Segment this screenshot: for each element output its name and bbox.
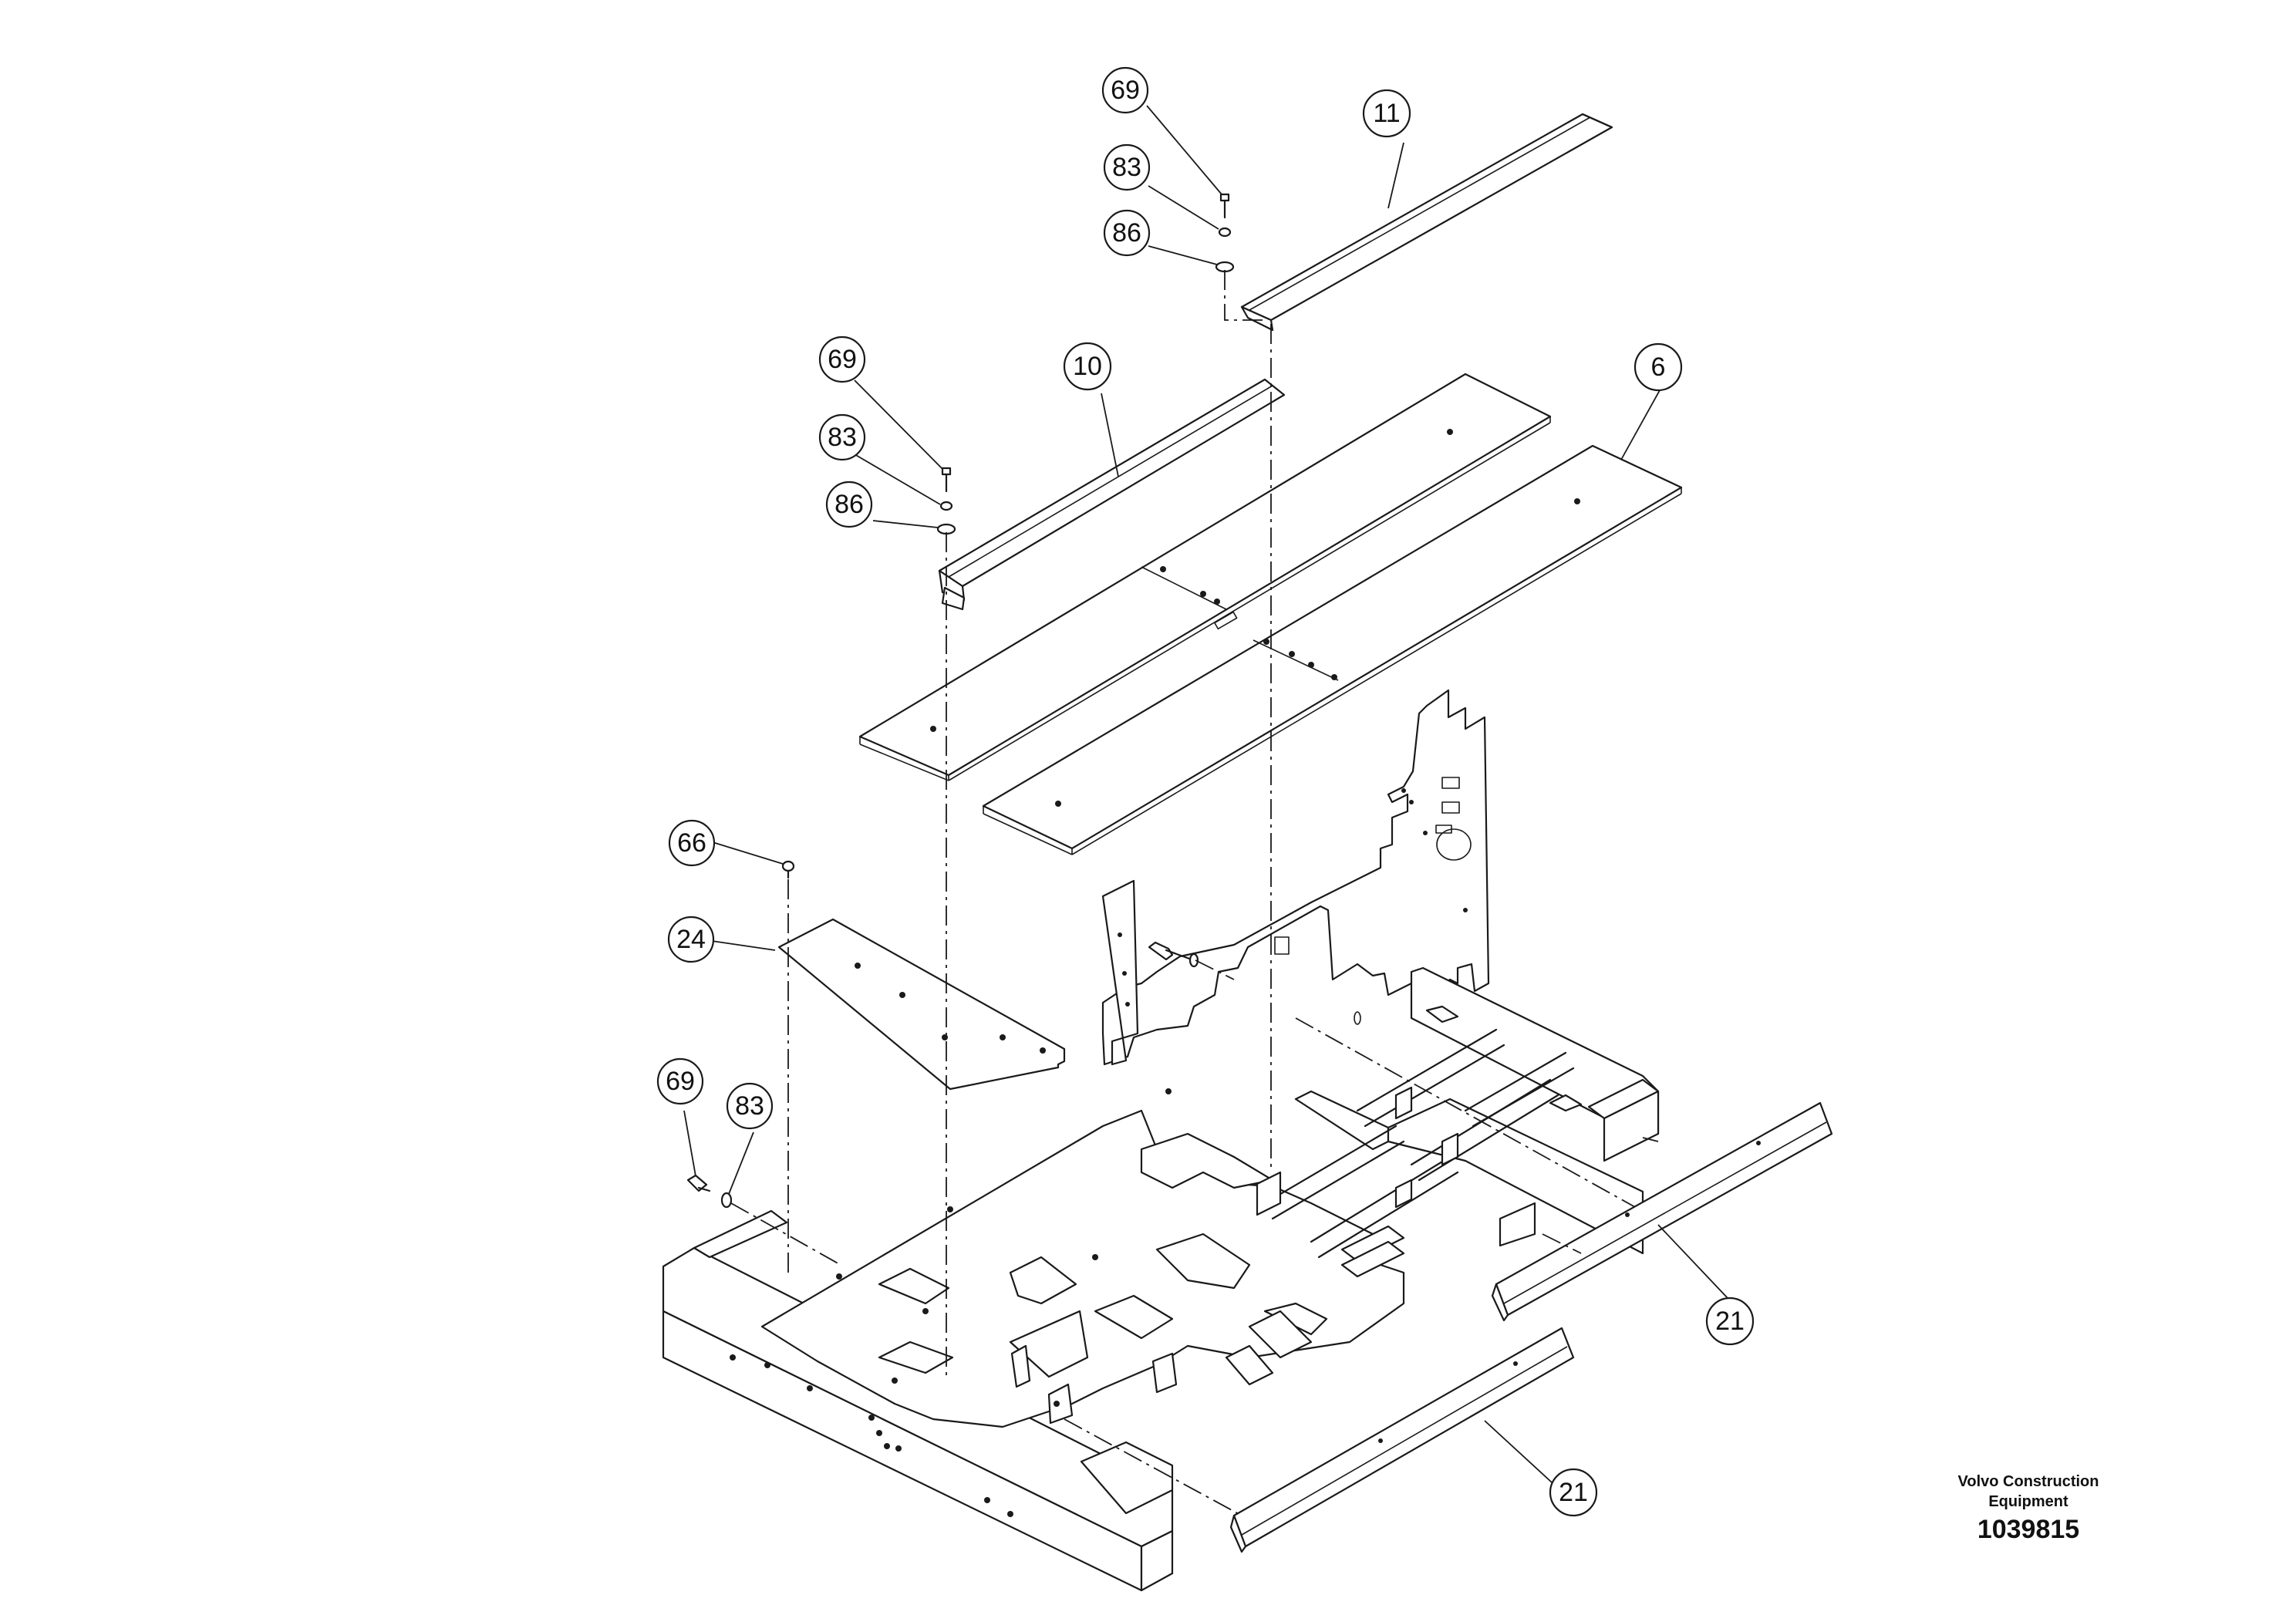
fastener-set-top-right	[1215, 193, 1235, 273]
alignment-lines	[730, 270, 1659, 1516]
callout-label: 83	[735, 1091, 764, 1121]
callout-83-top: 83	[1103, 143, 1151, 191]
callout-86-mid: 86	[825, 481, 873, 528]
callout-label: 69	[1111, 76, 1140, 105]
fastener-set-lower-left	[686, 1174, 733, 1209]
callout-leaders	[683, 105, 1728, 1483]
part-21-side-cover-right	[1491, 1101, 1833, 1322]
callout-label: 21	[1559, 1478, 1588, 1507]
part-6-floor-plate-left	[858, 373, 1552, 781]
brand-caption: Volvo Construction Equipment	[1913, 1472, 2144, 1512]
brand-line-1: Volvo Construction	[1957, 1473, 2099, 1490]
bulkhead-bolt	[1148, 941, 1199, 968]
fastener-66	[781, 860, 795, 879]
callout-label: 86	[1112, 218, 1141, 248]
callout-83-low: 83	[726, 1082, 774, 1130]
callout-11: 11	[1362, 89, 1411, 138]
ladder-frame	[1256, 966, 1660, 1278]
callout-label: 69	[666, 1067, 695, 1096]
fastener-set-mid-left	[936, 467, 956, 535]
callout-label: 86	[834, 490, 864, 519]
callout-69-top: 69	[1101, 66, 1149, 114]
callout-label: 21	[1715, 1307, 1745, 1336]
callout-83-mid: 83	[818, 413, 866, 461]
callout-10: 10	[1063, 342, 1112, 391]
callout-label: 83	[1112, 153, 1141, 182]
part-6-floor-plate-right	[982, 444, 1683, 855]
main-frame-deck	[760, 1088, 1405, 1428]
callout-label: 10	[1073, 352, 1102, 381]
callout-label: 83	[828, 423, 857, 452]
callout-label: 66	[677, 828, 706, 858]
part-11-angle-cover	[1240, 113, 1613, 332]
callout-label: 24	[676, 925, 706, 954]
callout-86-top: 86	[1103, 209, 1151, 257]
callout-66: 66	[668, 819, 716, 867]
part-24-plate	[777, 918, 1066, 1091]
callout-label: 69	[828, 345, 857, 374]
brand-line-2: Equipment	[1988, 1493, 2068, 1510]
callout-24: 24	[667, 916, 715, 963]
document-number: 1039815	[1977, 1515, 2080, 1544]
callout-6: 6	[1633, 342, 1683, 392]
callout-69-low: 69	[656, 1057, 704, 1105]
part-21-side-cover-front	[1229, 1327, 1575, 1553]
callout-label: 6	[1651, 352, 1666, 382]
callout-69-mid: 69	[818, 336, 866, 383]
callout-21-front: 21	[1549, 1468, 1598, 1517]
callout-label: 11	[1373, 99, 1400, 128]
callout-21-right: 21	[1705, 1297, 1755, 1346]
rear-bulkhead-panel	[1101, 689, 1490, 1066]
part-10-angle-cover	[938, 378, 1286, 611]
